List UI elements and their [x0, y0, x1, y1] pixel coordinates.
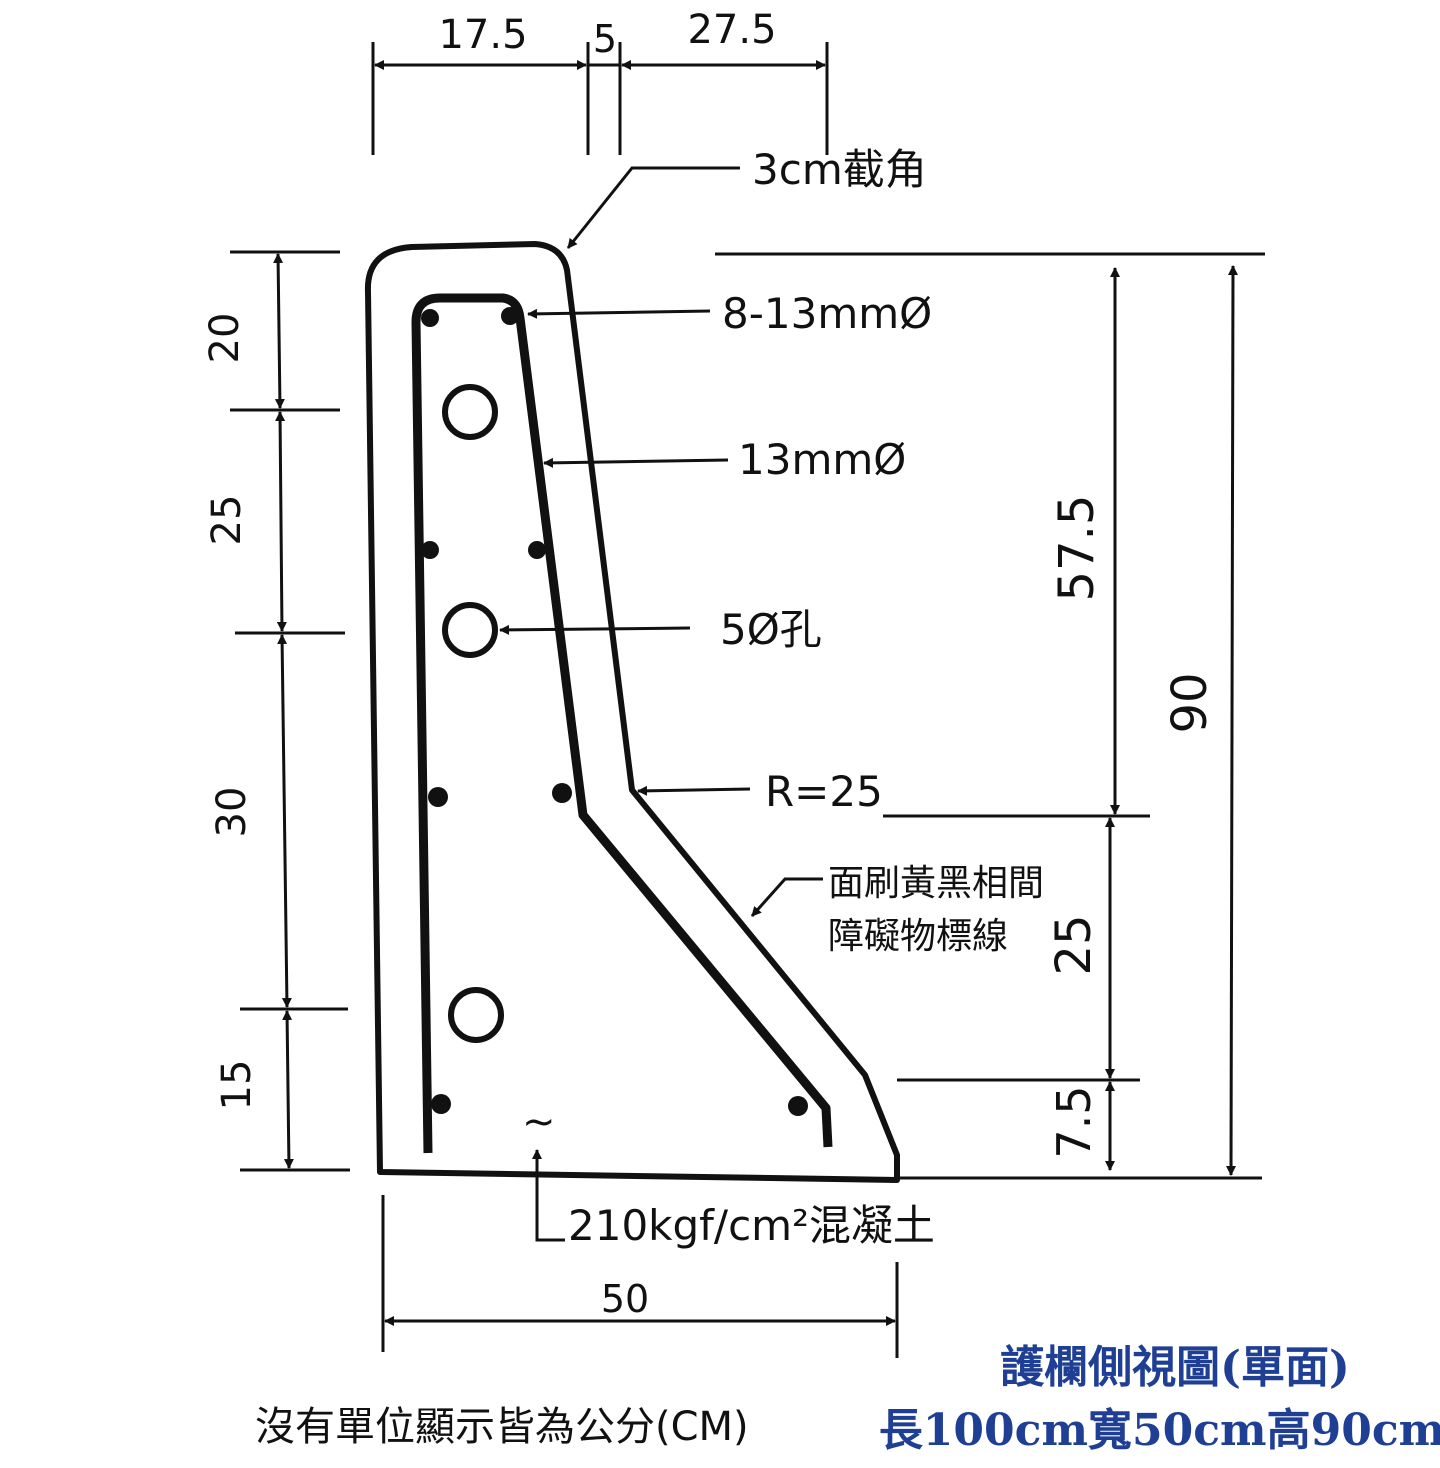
dim-top-5: 5	[593, 17, 617, 61]
footer-unit-note: 沒有單位顯示皆為公分(CM)	[255, 1404, 749, 1450]
leader-lines	[499, 166, 823, 1242]
holes	[442, 384, 504, 1043]
label-rebar-top: 8-13mmØ	[722, 289, 932, 338]
label-tilde: ~	[522, 1099, 556, 1145]
dim-left-20: 20	[202, 313, 248, 364]
rebar-dots	[421, 307, 808, 1116]
rebar-main	[411, 293, 833, 1154]
dim-right-90: 90	[1162, 672, 1218, 733]
label-concrete: 210kgf/cm²混凝土	[568, 1201, 935, 1250]
bottom-dimension	[381, 1195, 899, 1358]
label-paint-line2: 障礙物標線	[828, 916, 1008, 957]
label-radius: R=25	[765, 767, 883, 816]
dim-left-25: 25	[204, 495, 250, 546]
label-hole: 5Ø孔	[720, 605, 822, 654]
label-paint-line1: 面刷黃黑相間	[828, 863, 1044, 904]
dim-right-7-5: 7.5	[1047, 1085, 1101, 1158]
barrier-outline	[364, 241, 900, 1183]
dim-right-57-5: 57.5	[1049, 495, 1105, 602]
footer-title: 護欄側視圖(單面)	[1000, 1342, 1350, 1393]
dim-top-17-5: 17.5	[438, 12, 527, 58]
dim-left-30: 30	[209, 787, 255, 838]
left-dimensions	[230, 250, 350, 1172]
dim-left-15: 15	[214, 1060, 260, 1111]
label-chamfer: 3cm截角	[752, 145, 927, 194]
dim-top-27-5: 27.5	[687, 7, 776, 53]
right-dimensions	[715, 252, 1265, 1180]
dim-right-25: 25	[1046, 914, 1102, 975]
dim-bottom-50: 50	[601, 1277, 649, 1321]
top-dimensions	[371, 42, 829, 155]
label-rebar-main: 13mmØ	[738, 435, 906, 484]
footer-size: 長100cm寬50cm高90cm	[879, 1405, 1440, 1456]
